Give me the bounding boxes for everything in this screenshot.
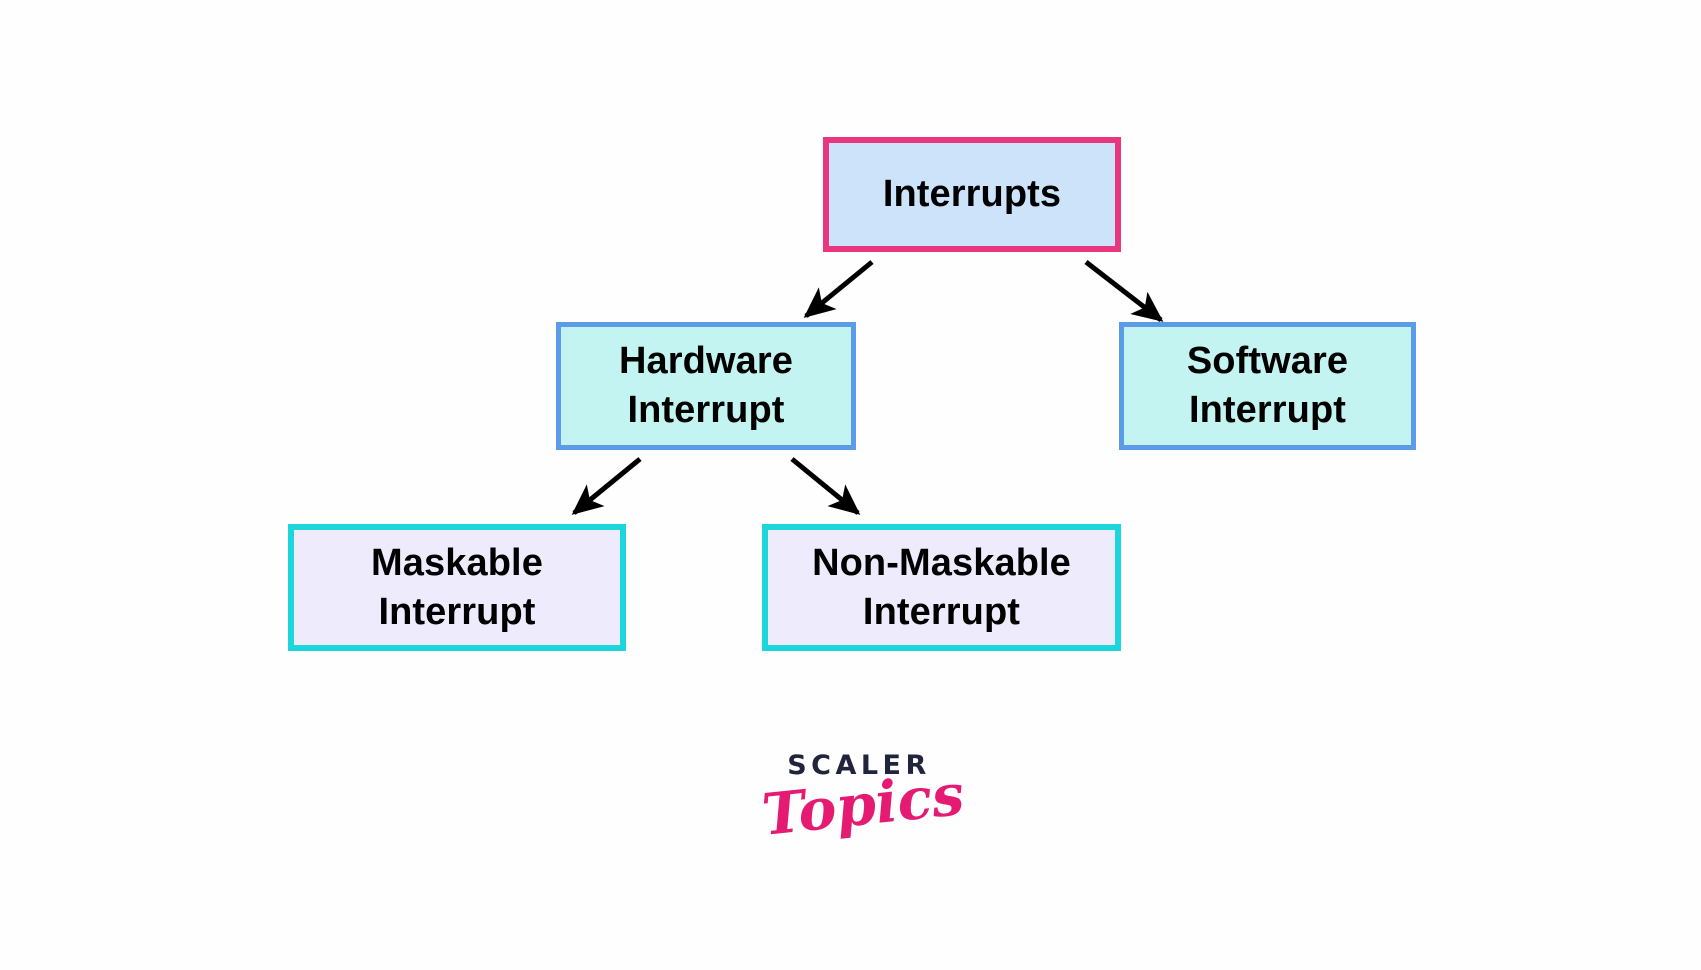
logo-wordmark-scaler: SCALER [787, 750, 931, 781]
node-hardware-interrupt[interactable]: Hardware Interrupt [556, 322, 856, 450]
node-software-interrupt[interactable]: Software Interrupt [1119, 322, 1416, 450]
node-interrupts[interactable]: Interrupts [823, 137, 1121, 252]
node-interrupts-label: Interrupts [882, 173, 1062, 216]
node-hardware-interrupt-label: Hardware Interrupt [619, 340, 793, 431]
node-software-interrupt-label: Software Interrupt [1186, 340, 1349, 431]
edge-hardware-to-nonmaskable [790, 457, 861, 515]
node-maskable-interrupt-label: Maskable Interrupt [371, 541, 543, 633]
edge-root-to-hardware [803, 260, 874, 318]
node-maskable-interrupt[interactable]: Maskable Interrupt [288, 524, 626, 651]
node-non-maskable-interrupt-label: Non-Maskable Interrupt [812, 541, 1071, 633]
logo-wordmark-topics: Topics [759, 760, 968, 849]
node-non-maskable-interrupt[interactable]: Non-Maskable Interrupt [762, 524, 1121, 651]
edge-root-to-software [1084, 260, 1164, 322]
edge-hardware-to-maskable [571, 457, 642, 515]
scaler-topics-logo: SCALER Topics [759, 750, 968, 872]
